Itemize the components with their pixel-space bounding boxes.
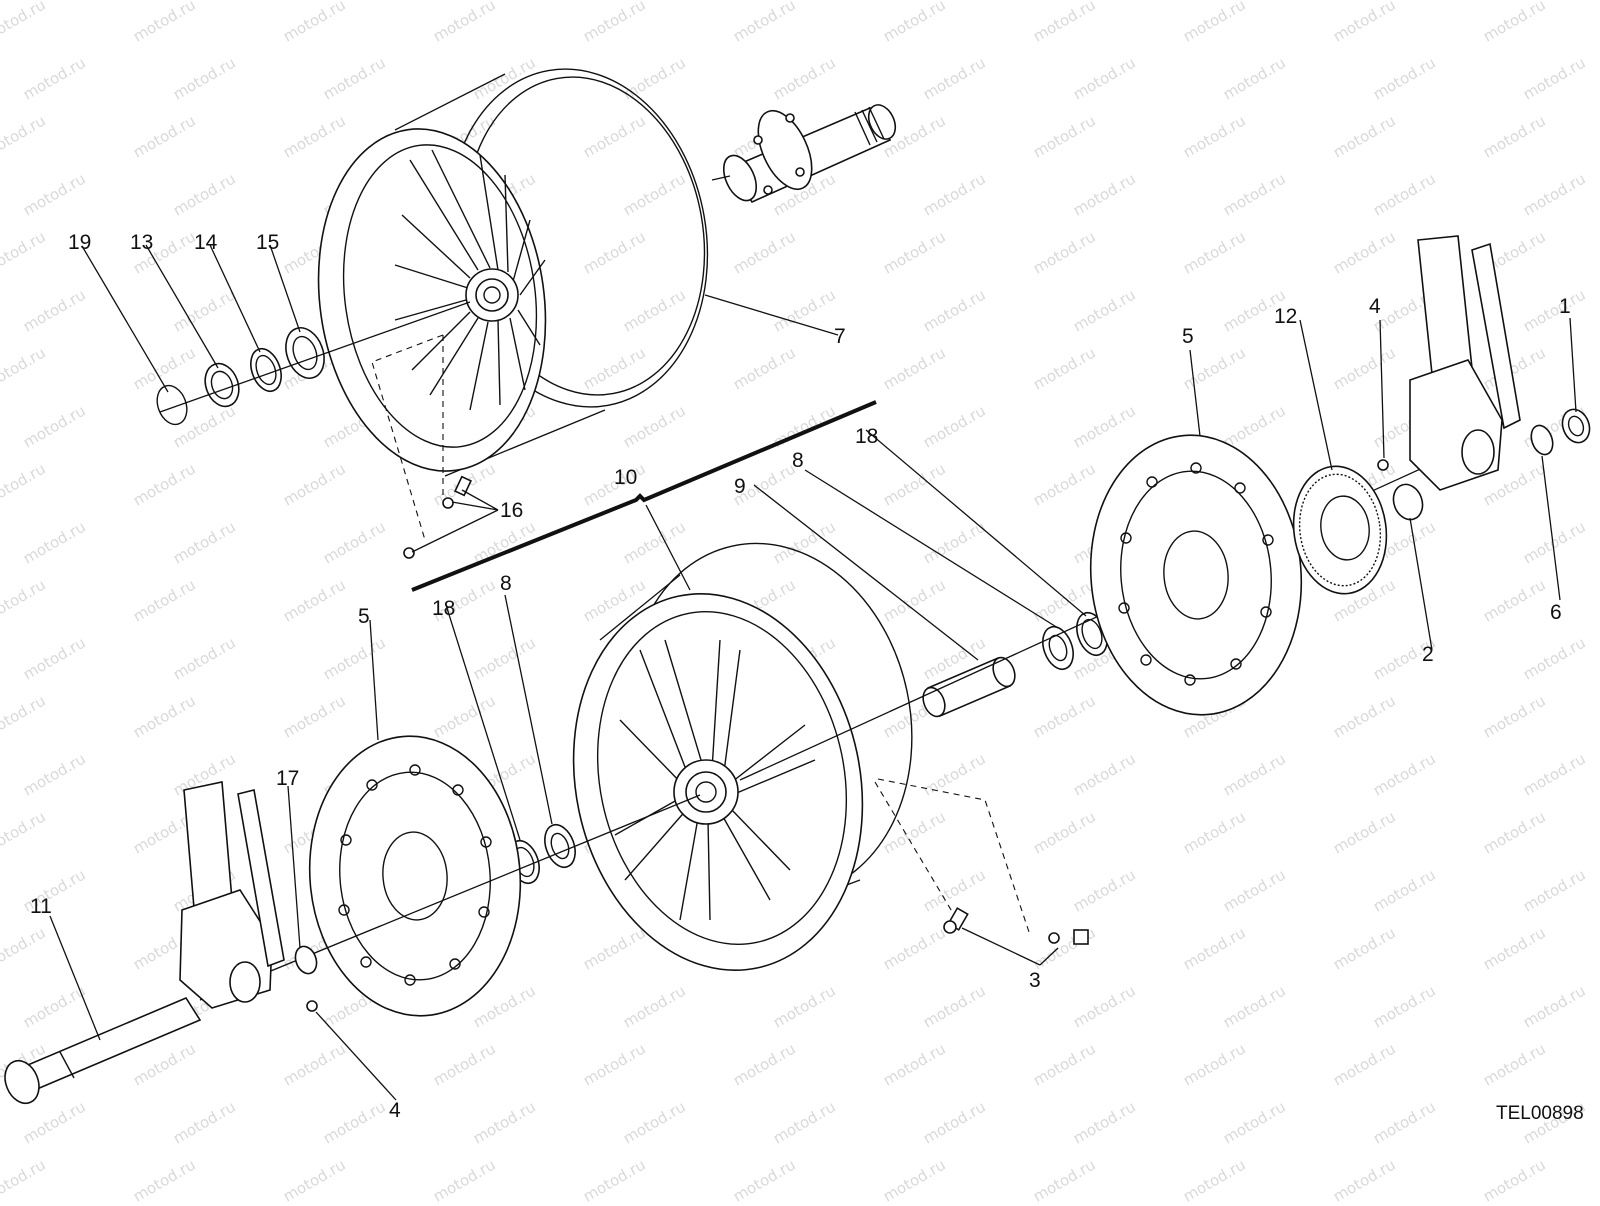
- screw-4-right: [1377, 459, 1389, 471]
- abs-tone-ring-12: [1292, 465, 1388, 595]
- callout-7: 7: [834, 325, 846, 348]
- right-fork-leg: [1409, 235, 1521, 491]
- callout-6: 6: [1550, 601, 1562, 624]
- callout-11: 11: [30, 895, 52, 918]
- callout-19: 19: [68, 231, 92, 254]
- callout-8-left: 8: [500, 572, 512, 595]
- callout-5-left: 5: [358, 605, 370, 628]
- front-wheel-rim: [572, 542, 913, 971]
- washer-6: [1530, 424, 1554, 456]
- callout-8-right: 8: [792, 449, 804, 472]
- front-bearing-8-right: [1042, 625, 1074, 671]
- rear-bearing-13: [204, 362, 240, 408]
- callout-2: 2: [1422, 643, 1434, 666]
- rear-wheel-rim: [317, 68, 709, 477]
- leader-lines: [49, 244, 1577, 1101]
- rear-seal-15: [285, 327, 325, 379]
- callout-17: 17: [276, 767, 300, 790]
- callout-16: 16: [500, 499, 524, 522]
- front-axle-11: [4, 996, 202, 1105]
- left-fork-leg: [179, 781, 285, 1009]
- callout-4-left: 4: [389, 1099, 401, 1122]
- callout-13: 13: [130, 231, 154, 254]
- nut-1: [1561, 408, 1591, 444]
- callout-3: 3: [1029, 969, 1041, 992]
- rear-snap-ring-19: [156, 384, 188, 426]
- callout-14: 14: [194, 231, 218, 254]
- callout-18-left: 18: [432, 597, 456, 620]
- callout-10: 10: [614, 466, 638, 489]
- callout-12: 12: [1274, 305, 1298, 328]
- washer-17: [294, 945, 318, 975]
- screw-4-left: [306, 1000, 318, 1012]
- callout-9: 9: [734, 475, 746, 498]
- front-spacer-9: [922, 656, 1016, 718]
- spacer-2: [1392, 483, 1424, 521]
- valve-3: [943, 907, 1089, 945]
- rear-spacer-14: [250, 347, 282, 393]
- rear-axle-spindle: [711, 104, 897, 204]
- callout-15: 15: [256, 231, 280, 254]
- callout-18-right: 18: [855, 425, 879, 448]
- drawing-code: TEL00898: [1496, 1103, 1584, 1124]
- front-brake-disc-right: [1089, 434, 1303, 716]
- front-bearing-8-left: [544, 823, 576, 869]
- rear-valve-16: [403, 475, 472, 559]
- front-brake-disc-left: [308, 735, 522, 1017]
- callout-5-right: 5: [1182, 325, 1194, 348]
- callout-4-right: 4: [1369, 295, 1381, 318]
- callout-1: 1: [1559, 295, 1571, 318]
